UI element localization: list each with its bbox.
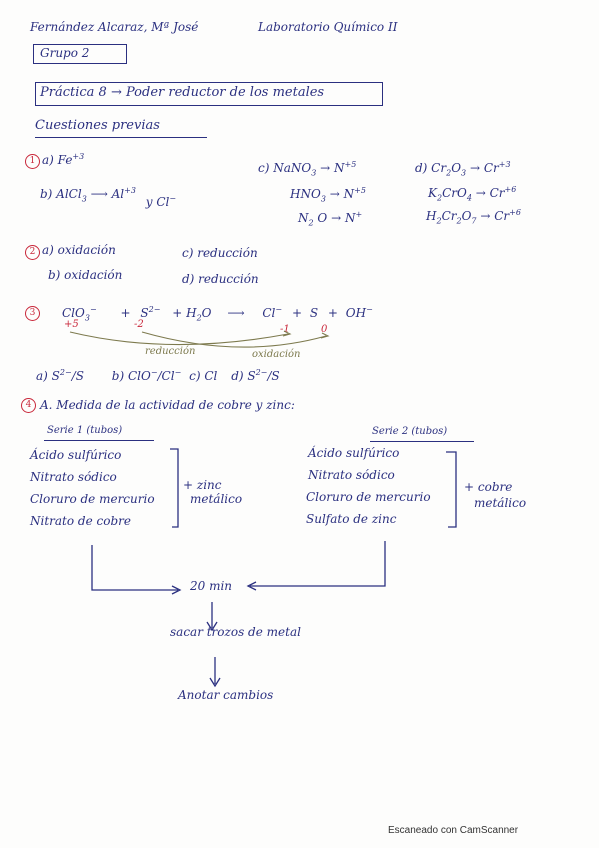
lab-title: Laboratorio Químico II <box>258 20 398 34</box>
q3-ox-cl: -1 <box>280 324 290 335</box>
serie2-item-2: Nitrato sódico <box>308 468 395 482</box>
q2-d: d) reducción <box>182 272 259 286</box>
serie1-item-3: Cloruro de mercurio <box>30 492 155 506</box>
q1-c2: HNO3 → N+5 <box>290 186 366 204</box>
q1-d1: d) Cr2O3 → Cr+3 <box>415 160 511 178</box>
q1-c1: c) NaNO3 → N+5 <box>258 160 357 178</box>
q1-d3: H2Cr2O7 → Cr+6 <box>426 208 521 226</box>
section-underline <box>35 137 207 138</box>
group-label: Grupo 2 <box>40 46 90 60</box>
q3-ox-s0: 0 <box>321 324 328 335</box>
q4-number: 4 <box>21 398 36 413</box>
serie1-reagent-1: + zinc <box>183 478 222 492</box>
q2-b: b) oxidación <box>48 268 123 282</box>
serie2-reagent-1: + cobre <box>464 480 513 494</box>
flow-step-1: 20 min <box>190 579 233 593</box>
q2-number: 2 <box>25 245 40 260</box>
serie1-title: Serie 1 (tubos) <box>47 425 123 436</box>
serie2-item-4: Sulfato de zinc <box>306 512 397 526</box>
q4-title: A. Medida de la actividad de cobre y zin… <box>40 398 295 412</box>
q2-a: a) oxidación <box>42 243 116 257</box>
serie2-title: Serie 2 (tubos) <box>372 426 448 437</box>
scanner-footer: Escaneado con CamScanner <box>388 825 519 836</box>
serie2-underline <box>370 441 474 442</box>
serie1-underline <box>44 440 154 441</box>
q3-oxidacion-label: oxidación <box>252 349 301 360</box>
q2-c: c) reducción <box>182 246 258 260</box>
serie1-item-2: Nitrato sódico <box>30 470 117 484</box>
author-name: Fernández Alcaraz, Mª José <box>30 20 199 34</box>
practice-title: Práctica 8 → Poder reductor de los metal… <box>40 85 325 100</box>
q1-c3: N2 O → N+ <box>298 210 363 228</box>
q3-ox-clo3: +5 <box>64 319 79 330</box>
flow-step-2: sacar trozos de metal <box>170 625 301 639</box>
group-box: Grupo 2 <box>33 44 127 64</box>
serie1-reagent-2: metálico <box>190 492 243 506</box>
q3-answers: a) S2−/S b) ClO−/Cl− c) Cl d) S2−/S <box>36 368 280 383</box>
serie2-item-1: Ácido sulfúrico <box>308 446 400 460</box>
section-title: Cuestiones previas <box>35 118 160 133</box>
q1-d2: K2CrO4 → Cr+6 <box>428 185 517 203</box>
q1-a: a) Fe+3 <box>42 152 85 167</box>
q1-b: b) AlCl3 ⟶ Al+3 y Cl− <box>40 186 177 209</box>
q3-ox-s: -2 <box>134 319 144 330</box>
q3-number: 3 <box>25 306 40 321</box>
q1-number: 1 <box>25 154 40 169</box>
q3-equation: ClO3− + S2− + H2O ⟶ Cl− + S + OH− <box>62 305 373 323</box>
serie2-item-3: Cloruro de mercurio <box>306 490 431 504</box>
serie1-item-4: Nitrato de cobre <box>30 514 131 528</box>
q3-reduccion-label: reducción <box>145 346 196 357</box>
flow-step-3: Anotar cambios <box>178 688 274 702</box>
serie2-reagent-2: metálico <box>474 496 527 510</box>
serie1-item-1: Ácido sulfúrico <box>30 448 122 462</box>
practice-box: Práctica 8 → Poder reductor de los metal… <box>35 82 383 106</box>
